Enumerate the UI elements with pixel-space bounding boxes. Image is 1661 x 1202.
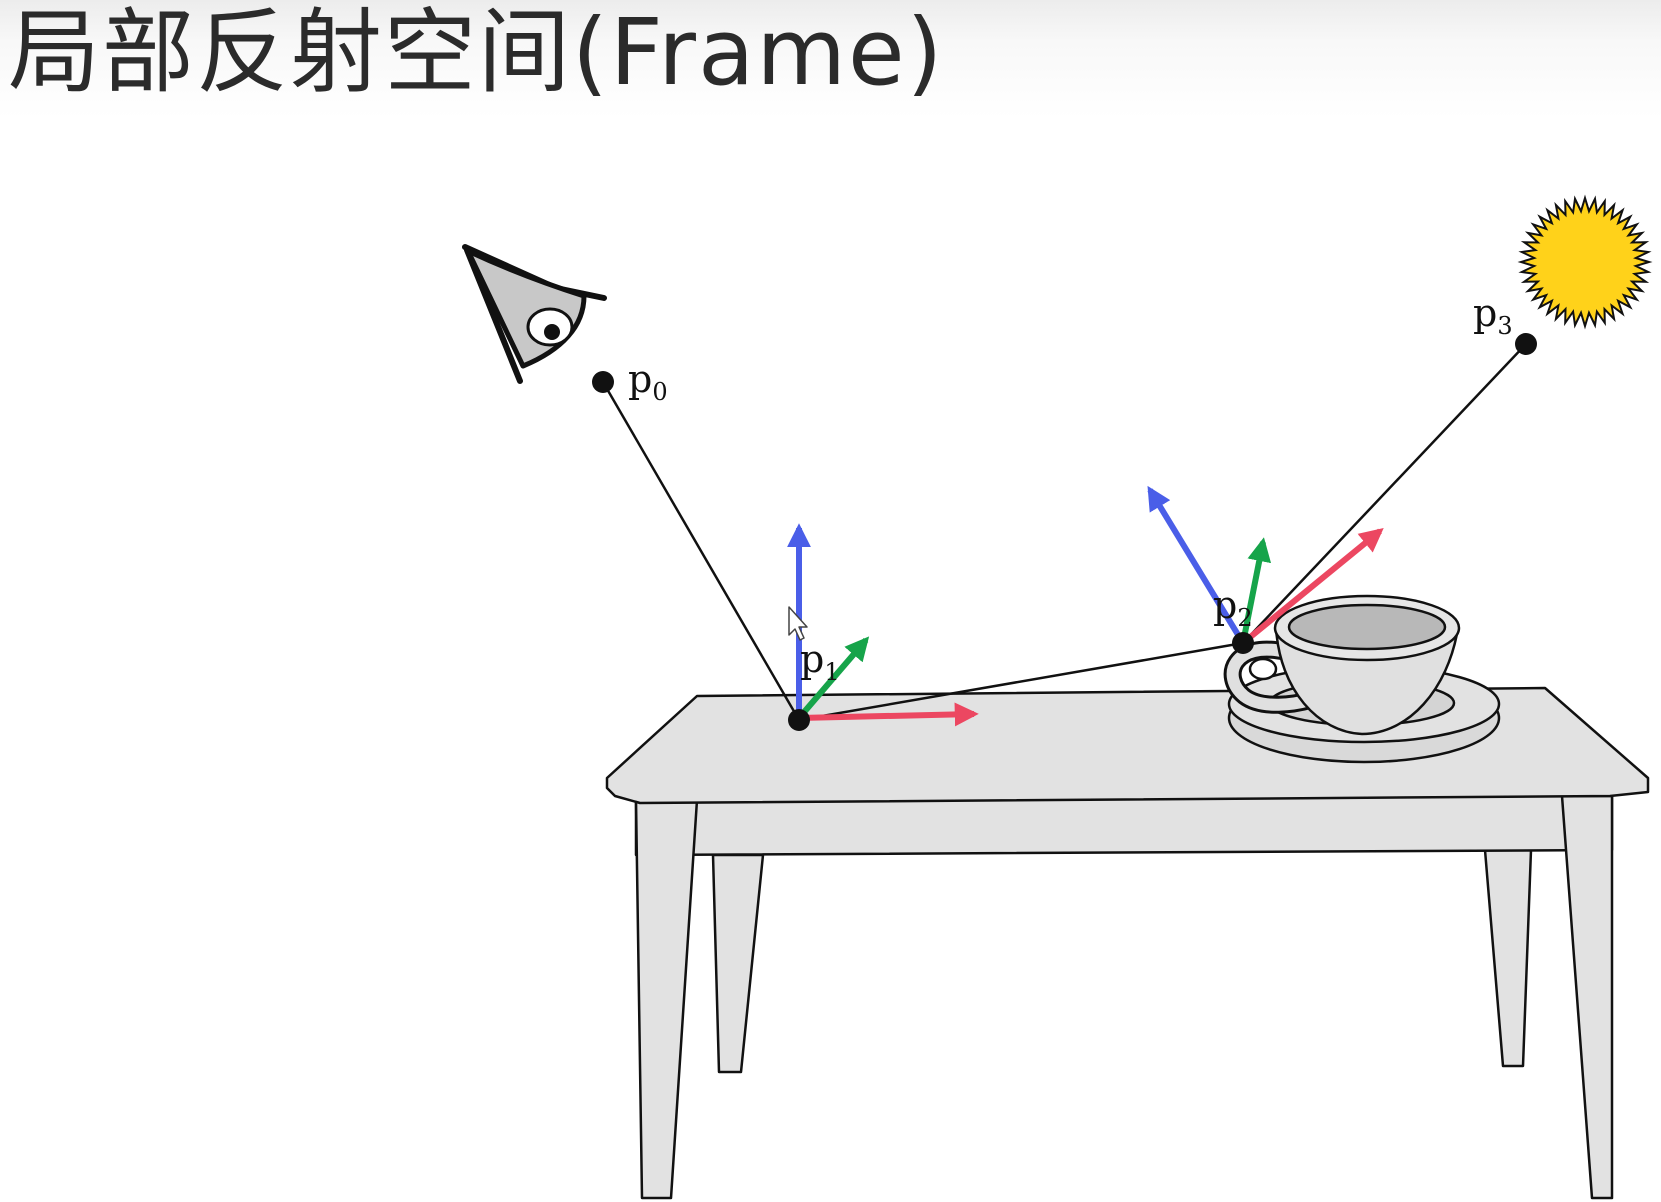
point-p3	[1515, 333, 1537, 355]
frame-p1	[787, 523, 979, 727]
label-p3: p3	[1473, 291, 1513, 340]
frame-p1-tangent-red	[798, 702, 979, 727]
table-leg-back-left	[711, 853, 765, 1074]
title-band	[0, 0, 1661, 118]
table	[605, 686, 1650, 1200]
label-p1: p1	[800, 637, 840, 686]
table-leg-front-left	[634, 798, 699, 1200]
frame-p1-tangent-green	[796, 636, 870, 720]
label-p2: p2	[1213, 583, 1253, 632]
cup-inside	[1287, 603, 1447, 651]
cursor-icon	[788, 606, 808, 641]
cup-handle-hole	[1248, 657, 1278, 681]
label-p0: p0	[628, 357, 668, 406]
eye-icon	[462, 244, 607, 384]
eye-pupil	[544, 324, 560, 340]
table-leg-back-right	[1483, 848, 1533, 1068]
ray-p1-p2	[798, 641, 1244, 722]
point-p1	[788, 709, 810, 731]
ray-p2-p3	[1242, 343, 1527, 644]
points	[592, 333, 1537, 731]
sun-icon	[1517, 194, 1653, 330]
cup-and-saucer	[1223, 594, 1501, 764]
frame-p2	[1147, 485, 1384, 646]
point-p2	[1232, 632, 1254, 654]
sun-shape	[1517, 194, 1653, 330]
frame-p2-normal-blue	[1147, 485, 1246, 645]
frame-p2-tangent-red	[1241, 527, 1384, 646]
frame-p2-tangent-green	[1240, 537, 1272, 644]
point-p0	[592, 371, 614, 393]
light-path	[601, 343, 1527, 722]
table-leg-front-right	[1560, 794, 1614, 1200]
slide-title: 局部反射空间(Frame)	[8, 0, 945, 106]
ray-p0-p1	[601, 381, 801, 721]
